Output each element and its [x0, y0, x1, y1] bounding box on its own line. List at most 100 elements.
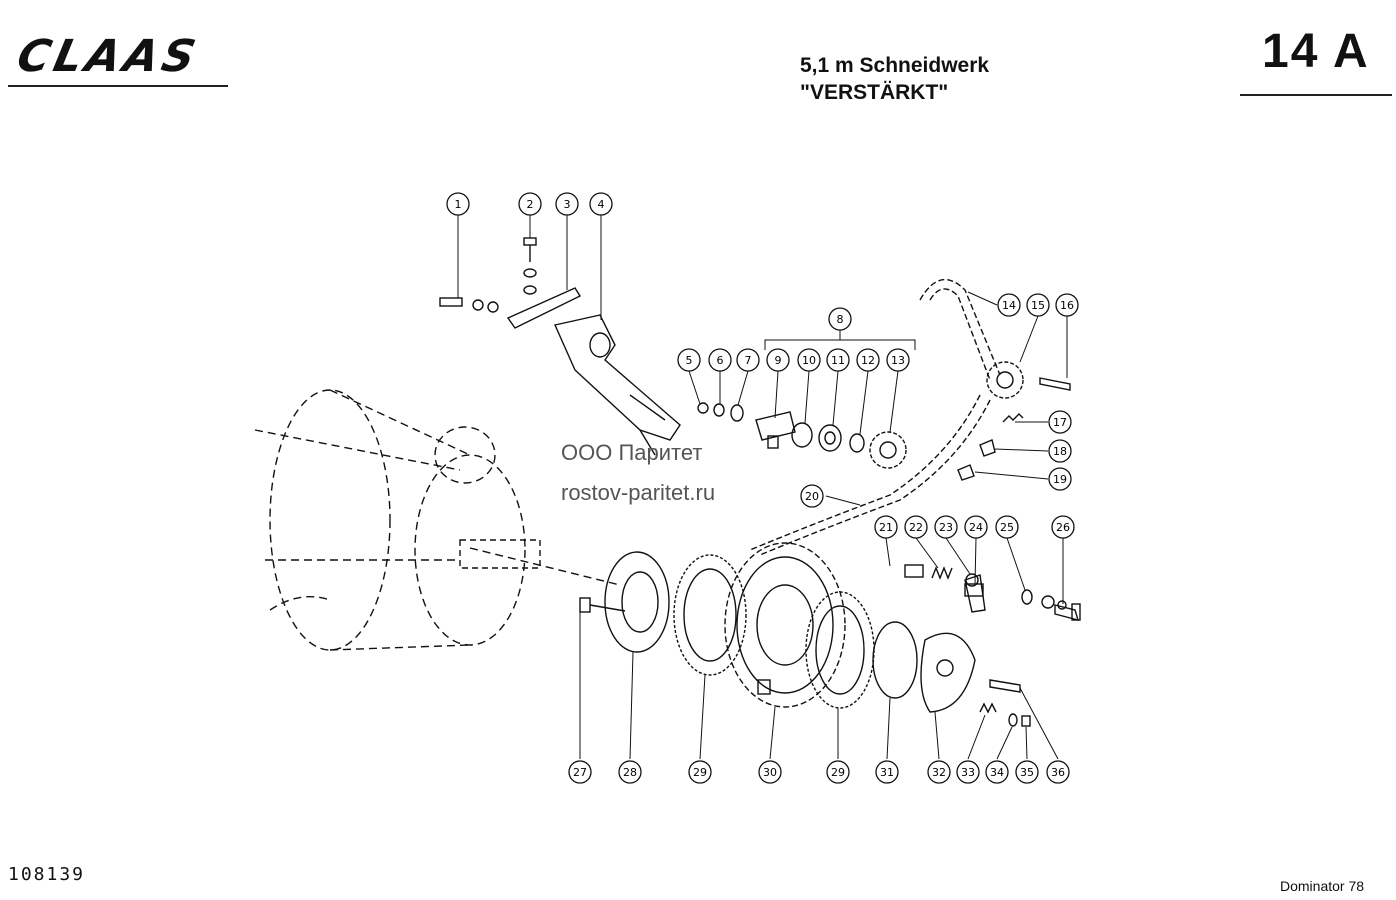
callout-17: 17: [1048, 410, 1072, 434]
spring-33: [979, 702, 997, 714]
drum-housing-dashed: [254, 389, 621, 651]
callout-28: 28: [618, 760, 642, 784]
callout-number: 29: [831, 766, 845, 779]
callout-19: 19: [1048, 467, 1072, 491]
callout-31: 31: [875, 760, 899, 784]
callout-circle: [766, 348, 790, 372]
callout-24: 24: [964, 515, 988, 539]
bushing-21: [904, 564, 924, 578]
callout-number: 7: [745, 354, 752, 367]
callout-21: 21: [874, 515, 898, 539]
callout-16: 16: [1055, 293, 1079, 317]
title-line-1: 5,1 m Schneidwerk: [800, 54, 990, 77]
callout-number: 2: [527, 198, 534, 211]
callout-circle: [828, 307, 852, 331]
watermark-url: rostov-paritet.ru: [561, 480, 716, 505]
callout-9: 9: [766, 348, 790, 372]
callout-circle: [758, 760, 782, 784]
washer-6: [713, 403, 725, 417]
callout-6: 6: [708, 348, 732, 372]
callout-number: 15: [1031, 299, 1045, 312]
callout-circle: [997, 293, 1021, 317]
callout-circle: [736, 348, 760, 372]
callout-number: 21: [879, 521, 893, 534]
callout-number: 30: [763, 766, 777, 779]
callout-5: 5: [677, 348, 701, 372]
bracket-plate-4: [554, 314, 681, 456]
callout-circle: [826, 348, 850, 372]
callout-circle: [875, 760, 899, 784]
sprocket-wheel-30: [724, 542, 846, 708]
bolt-36: [989, 679, 1021, 693]
bolt-26: [1054, 603, 1081, 621]
friction-disc-29a: [673, 554, 747, 676]
callout-circle: [688, 760, 712, 784]
leader-lines: [457, 215, 1068, 760]
callout-circle: [797, 348, 821, 372]
callout-number: 22: [909, 521, 923, 534]
header-rule-right: [1240, 94, 1392, 96]
callout-number: 3: [564, 198, 571, 211]
callout-circle: [518, 192, 542, 216]
callout-circle: [1048, 467, 1072, 491]
callout-number: 31: [880, 766, 894, 779]
callout-circle: [618, 760, 642, 784]
shaft: [459, 539, 541, 569]
callout-14: 14: [997, 293, 1021, 317]
callout-4: 4: [589, 192, 613, 216]
ring-10: [791, 422, 813, 448]
callout-26: 26: [1051, 515, 1075, 539]
callout-circle: [1046, 760, 1070, 784]
callout-20: 20: [800, 484, 824, 508]
callout-circle: [985, 760, 1009, 784]
nut-35: [1021, 715, 1031, 727]
bolt-1: [439, 297, 499, 313]
callout-circle: [708, 348, 732, 372]
callout-number: 13: [891, 354, 905, 367]
pressure-plate-32: [920, 632, 976, 713]
callout-circle: [568, 760, 592, 784]
callout-circle: [677, 348, 701, 372]
callout-3: 3: [555, 192, 579, 216]
callout-number: 17: [1053, 416, 1067, 429]
document-number: 108139: [8, 864, 86, 885]
callout-number: 12: [861, 354, 875, 367]
callout-number: 34: [990, 766, 1004, 779]
callout-15: 15: [1026, 293, 1050, 317]
callout-10: 10: [797, 348, 821, 372]
friction-disc-29b: [805, 591, 875, 709]
callout-1: 1: [446, 192, 470, 216]
callout-29: 29: [826, 760, 850, 784]
callout-circle: [927, 760, 951, 784]
callout-number: 35: [1020, 766, 1034, 779]
callout-number: 26: [1056, 521, 1070, 534]
callout-23: 23: [934, 515, 958, 539]
spring-22: [931, 566, 953, 580]
bearing-11: [818, 424, 842, 452]
callout-circle: [1051, 515, 1075, 539]
spring-ring-31: [872, 621, 918, 699]
bolt-27: [579, 597, 626, 613]
nut-washer-group: [1041, 595, 1067, 610]
spring-17: [1002, 413, 1024, 423]
callout-number: 6: [717, 354, 724, 367]
callout-circle: [1026, 293, 1050, 317]
sprocket-13: [869, 431, 907, 469]
callout-circle: [856, 348, 880, 372]
callout-circle: [886, 348, 910, 372]
callout-number: 33: [961, 766, 975, 779]
callout-number: 5: [686, 354, 693, 367]
callout-7: 7: [736, 348, 760, 372]
callout-number: 27: [573, 766, 587, 779]
callout-circle: [446, 192, 470, 216]
callout-circle: [956, 760, 980, 784]
callout-number: 28: [623, 766, 637, 779]
callout-8: 8: [828, 307, 852, 331]
page-title: 5,1 m Schneidwerk "VERSTÄRKT": [800, 52, 989, 106]
callout-circle: [964, 515, 988, 539]
callout-36: 36: [1046, 760, 1070, 784]
callout-25: 25: [995, 515, 1019, 539]
callout-number: 24: [969, 521, 983, 534]
